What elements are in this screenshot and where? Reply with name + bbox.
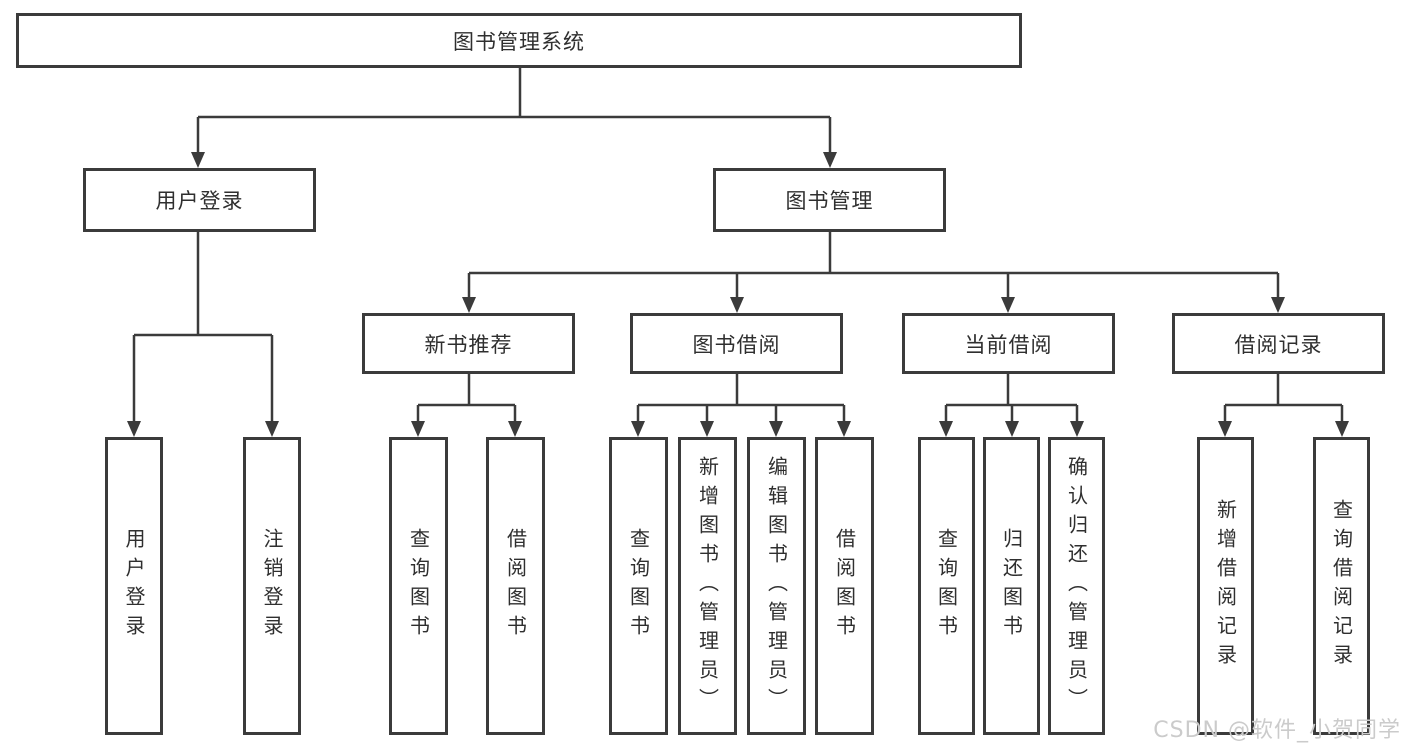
leaf-label: 新增借阅记录 [1213,499,1238,673]
leaf-label: 归还图书 [999,528,1024,644]
leaf-label: 查询借阅记录 [1329,499,1354,673]
leaf-user-login: 用户登录 [105,437,163,735]
leaf-label: 新增图书（管理员） [695,455,720,717]
leaf-label: 查询图书 [934,528,959,644]
node-current-borrow: 当前借阅 [902,313,1115,374]
leaf-confirm-return-admin: 确认归还（管理员） [1048,437,1105,735]
arrowhead-icon [191,152,205,168]
node-borrow-records: 借阅记录 [1172,313,1385,374]
arrowhead-icon [837,421,851,437]
leaf-label: 查询图书 [626,528,651,644]
arrowhead-icon [769,421,783,437]
leaf-borrow-books-2: 借阅图书 [815,437,874,735]
arrowhead-icon [700,421,714,437]
arrowhead-icon [265,421,279,437]
leaf-add-books-admin: 新增图书（管理员） [678,437,737,735]
leaf-query-borrow-record: 查询借阅记录 [1313,437,1370,735]
arrowhead-icon [1335,421,1349,437]
arrowhead-icon [939,421,953,437]
arrowhead-icon [631,421,645,437]
leaf-label: 确认归还（管理员） [1064,455,1089,717]
node-new-book-recommend: 新书推荐 [362,313,575,374]
arrowhead-icon [1271,297,1285,313]
arrowhead-icon [1005,421,1019,437]
leaf-query-books-3: 查询图书 [918,437,975,735]
arrowhead-icon [462,297,476,313]
node-user-login: 用户登录 [83,168,316,232]
arrowhead-icon [1218,421,1232,437]
arrowhead-icon [508,421,522,437]
arrowhead-icon [1070,421,1084,437]
arrowhead-icon [411,421,425,437]
leaf-logout: 注销登录 [243,437,301,735]
arrowhead-icon [1001,297,1015,313]
arrowhead-icon [127,421,141,437]
leaf-label: 借阅图书 [503,528,528,644]
node-library-management-system: 图书管理系统 [16,13,1022,68]
leaf-borrow-books-1: 借阅图书 [486,437,545,735]
leaf-add-borrow-record: 新增借阅记录 [1197,437,1254,735]
leaf-query-books-1: 查询图书 [389,437,448,735]
leaf-label: 注销登录 [260,528,284,644]
leaf-label: 借阅图书 [832,528,857,644]
leaf-query-books-2: 查询图书 [609,437,668,735]
leaf-edit-books-admin: 编辑图书（管理员） [747,437,806,735]
leaf-label: 用户登录 [122,528,146,644]
leaf-return-books: 归还图书 [983,437,1040,735]
arrowhead-icon [730,297,744,313]
leaf-label: 编辑图书（管理员） [764,455,789,717]
leaf-label: 查询图书 [406,528,431,644]
node-book-borrow: 图书借阅 [630,313,843,374]
arrowhead-icon [823,152,837,168]
node-book-management: 图书管理 [713,168,946,232]
